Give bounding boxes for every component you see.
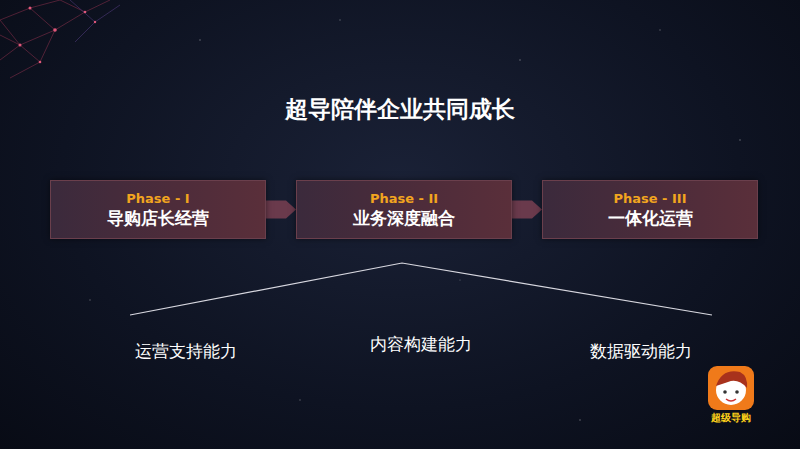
phase-box: Phase - III一体化运营 (542, 180, 758, 239)
phase-label: Phase - II (370, 191, 438, 207)
phase-name: 导购店长经营 (107, 207, 209, 229)
capability-label: 数据驱动能力 (590, 340, 692, 363)
phase-label: Phase - I (126, 191, 189, 207)
logo-text: 超级导购 (711, 411, 751, 425)
phase-label: Phase - III (613, 191, 686, 207)
phase-box: Phase - I导购店长经营 (50, 180, 266, 239)
stars (89, 19, 741, 421)
phase-name: 一体化运营 (608, 207, 693, 229)
phase-box: Phase - II业务深度融合 (296, 180, 512, 239)
phase-name: 业务深度融合 (353, 207, 455, 229)
title: 超导陪伴企业共同成长 (0, 94, 800, 125)
bracket-line (130, 263, 712, 315)
logo-icon (708, 366, 754, 410)
network-graphic (0, 0, 120, 78)
chevron-arrow (512, 201, 542, 219)
network-dots (19, 7, 97, 64)
chevron-arrow (266, 201, 296, 219)
capability-label: 运营支持能力 (135, 340, 237, 363)
capability-label: 内容构建能力 (370, 333, 472, 356)
